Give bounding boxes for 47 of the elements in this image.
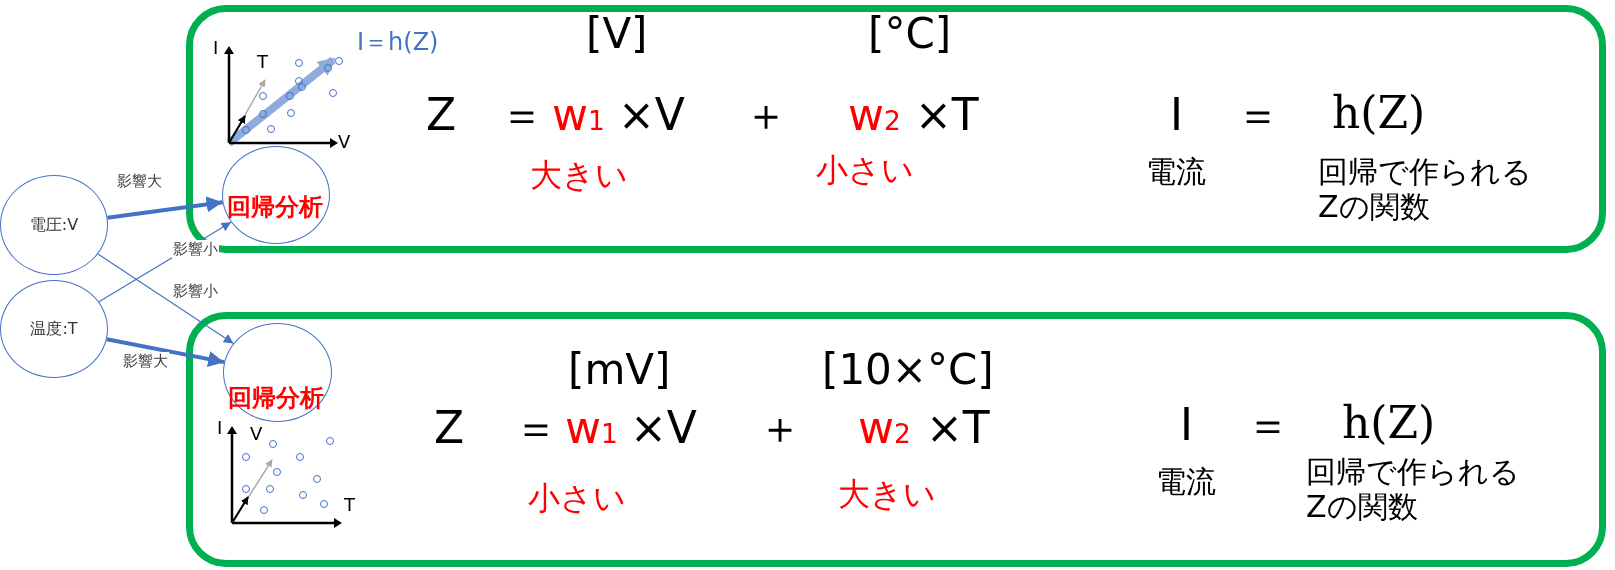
formula-text: h(Z) [1342,398,1436,449]
edge-label: 影響大 [122,352,169,371]
formula-text: ×T [926,403,990,454]
formula-text: ＋ [744,90,788,141]
formula-text: V [338,132,351,153]
formula-text: I [1170,90,1183,141]
formula-text: ＝ [514,403,558,454]
formula-text: T [257,52,268,73]
edge-label: 影響小 [172,282,219,301]
formula-text: [10×°C] [822,346,994,395]
formula-text: Z [426,90,457,141]
formula-text: ＝ [1236,90,1280,141]
formula-text: T [344,495,355,516]
edge-label: 影響小 [172,240,219,259]
formula-text: Z [434,403,465,454]
rounded-panel [186,312,1606,567]
formula-text: [mV] [568,346,671,395]
formula-text: I [213,38,219,59]
arrow [107,196,223,220]
formula-text: ＋ [758,403,802,454]
formula-text: 小さい [528,480,626,517]
formula-text: ＝ [500,90,544,141]
formula-text: [°C] [868,10,952,59]
ellipse-node [223,323,332,422]
formula-text: V [250,424,263,445]
formula-text: I＝h(Z) [357,29,439,57]
formula-text: ×V [630,403,697,454]
formula-text: 電流 [1146,155,1206,190]
formula-text: 大きい [838,476,936,513]
formula-text: ×V [618,90,685,141]
formula-text: ×T [915,90,979,141]
formula-text: ＝ [1246,400,1290,451]
node-label: 電圧:V [29,214,79,236]
formula-text: 回帰で作られるZの関数 [1318,155,1533,224]
formula-text: 小さい [816,152,914,189]
formula-text: 電流 [1156,465,1216,500]
arrow [97,253,234,344]
formula-text: 大きい [530,157,628,194]
formula-text: I [1180,400,1193,451]
arrow [106,337,225,367]
analysis-label: 回帰分析 [227,192,323,223]
edge-label: 影響大 [116,172,163,191]
formula-text: [V] [586,10,648,59]
formula-text: 回帰で作られるZの関数 [1306,455,1521,524]
formula-text: I [217,418,223,439]
node-label: 温度:T [30,318,78,340]
formula-text: h(Z) [1332,88,1426,139]
